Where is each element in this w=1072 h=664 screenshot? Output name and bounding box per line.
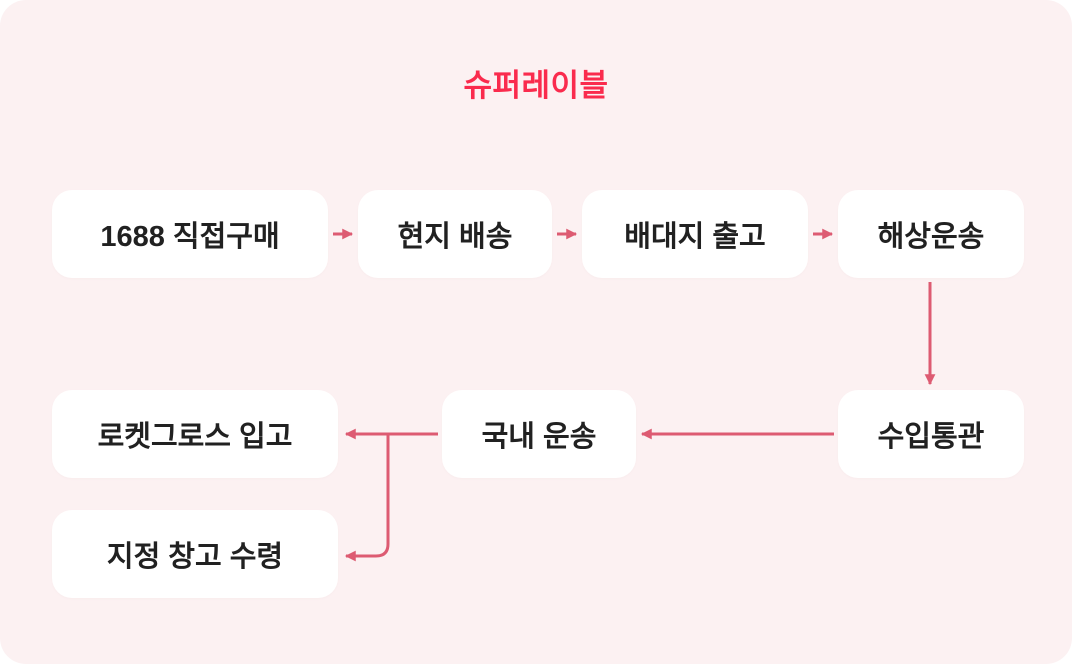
- node-import-customs: 수입통관: [838, 390, 1024, 478]
- node-label: 1688 직접구매: [100, 221, 280, 253]
- node-local-delivery: 현지 배송: [358, 190, 552, 278]
- node-label: 수입통관: [877, 421, 985, 453]
- node-rocket-growth-inbound: 로켓그로스 입고: [52, 390, 338, 478]
- node-purchase-1688: 1688 직접구매: [52, 190, 328, 278]
- node-domestic-transport: 국내 운송: [442, 390, 636, 478]
- page-title: 슈퍼레이블: [463, 68, 609, 103]
- node-label: 배대지 출고: [624, 221, 766, 253]
- node-label: 로켓그로스 입고: [97, 421, 293, 453]
- node-label: 지정 창고 수령: [106, 541, 284, 573]
- node-forwarder-outbound: 배대지 출고: [582, 190, 808, 278]
- node-label: 현지 배송: [397, 221, 513, 253]
- node-sea-freight: 해상운송: [838, 190, 1024, 278]
- edge-domestic-to-warehouse-arrow: [344, 434, 390, 562]
- node-label: 국내 운송: [481, 421, 597, 453]
- node-designated-warehouse-receipt: 지정 창고 수령: [52, 510, 338, 598]
- node-label: 해상운송: [877, 221, 985, 253]
